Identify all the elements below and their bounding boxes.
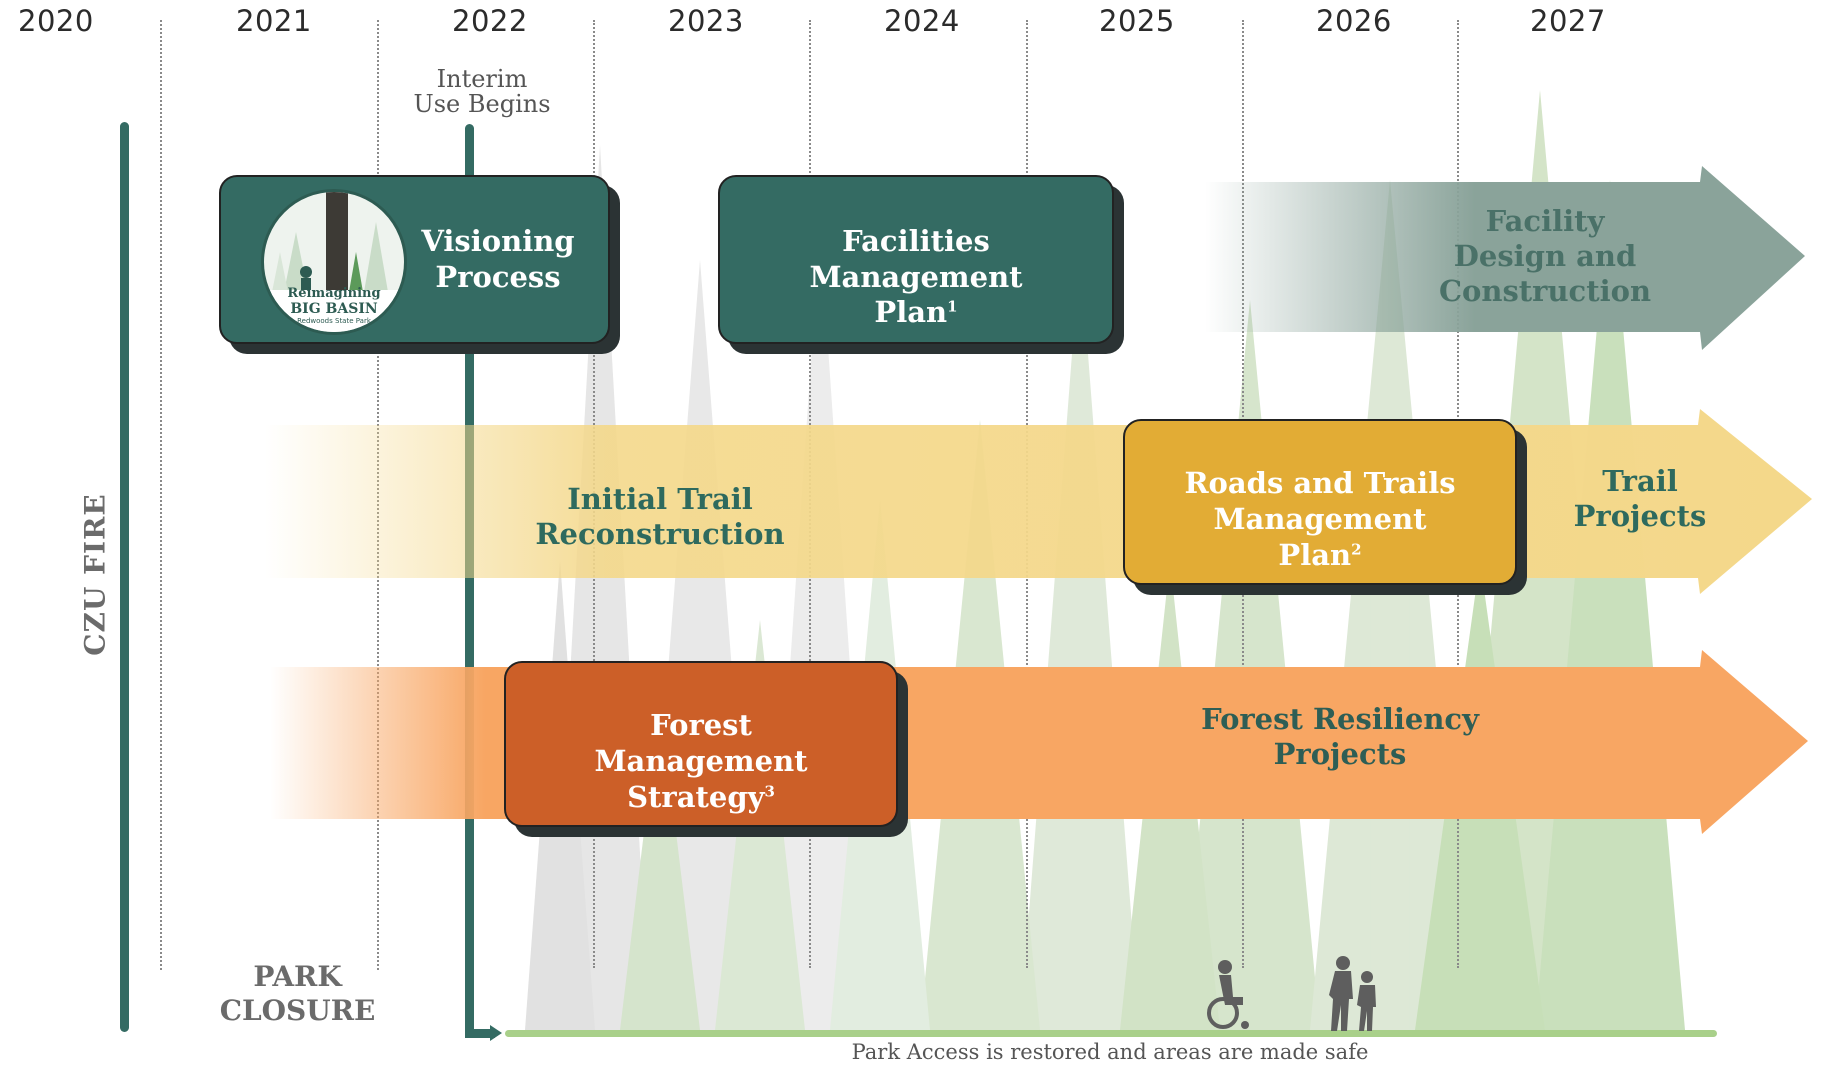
ground-line — [505, 1030, 1717, 1037]
big-basin-logo: Reimagining BIG BASIN Redwoods State Par… — [261, 189, 407, 335]
year-label: 2023 — [668, 4, 744, 38]
visioning-box: Reimagining BIG BASIN Redwoods State Par… — [219, 175, 610, 344]
facilities-footnote: 1 — [947, 297, 958, 316]
facility-design-label: Facility Design and Construction — [1438, 204, 1652, 308]
tree-trunk — [1464, 820, 1496, 1030]
logo-text-2: BIG BASIN — [290, 301, 378, 317]
roads-trails-text: Roads and Trails Management Plan2 — [1184, 466, 1456, 572]
trail-projects-label: Trail Projects — [1573, 464, 1707, 533]
year-label: 2026 — [1316, 4, 1392, 38]
year-label: 2022 — [452, 4, 528, 38]
park-closure-label: PARK CLOSURE — [219, 960, 376, 1028]
forest-strategy-box: Forest Management Strategy3 — [504, 661, 898, 827]
forest-strategy-text: Forest Management Strategy3 — [594, 708, 808, 814]
facilities-text: Facilities Management Plan1 — [809, 223, 1023, 330]
roads-trails-box: Roads and Trails Management Plan2 — [1123, 419, 1517, 585]
hikers-icon — [1329, 956, 1376, 1031]
interim-use-line-foot — [465, 1029, 495, 1038]
year-label: 2025 — [1099, 4, 1175, 38]
year-label: 2020 — [18, 4, 94, 38]
tree-trunk — [551, 820, 569, 1030]
year-label: 2024 — [884, 4, 960, 38]
year-label: 2027 — [1530, 4, 1606, 38]
forest-resiliency-label: Forest Resiliency Projects — [1201, 702, 1479, 771]
footer-text: Park Access is restored and areas are ma… — [851, 1040, 1369, 1064]
forest-footnote: 3 — [764, 782, 775, 801]
interim-use-label: Interim Use Begins — [413, 65, 551, 119]
year-label: 2021 — [236, 4, 312, 38]
tree-trunk — [749, 880, 771, 1030]
tree-silhouette — [620, 700, 700, 1030]
czu-fire-bar — [120, 122, 129, 1032]
visitors-silhouette — [1207, 956, 1376, 1031]
forest-resiliency-arrow — [270, 650, 1808, 834]
visioning-text: Visioning Process — [421, 223, 575, 294]
roads-footnote: 2 — [1351, 540, 1362, 559]
trail-reconstruction-label: Initial Trail Reconstruction — [535, 482, 785, 551]
tree-trunk — [1158, 820, 1182, 1030]
year-divider — [160, 20, 162, 970]
interim-use-line — [465, 124, 474, 1038]
facility-design-arrow — [1205, 166, 1805, 350]
tree-trunk — [650, 960, 670, 1030]
logo-text-1: Reimagining — [287, 286, 381, 301]
logo-text-3: Redwoods State Park — [297, 317, 371, 325]
facilities-box: Facilities Management Plan1 — [718, 175, 1114, 344]
wheelchair-user-icon — [1207, 960, 1249, 1029]
interim-arrow-head — [490, 1025, 502, 1041]
